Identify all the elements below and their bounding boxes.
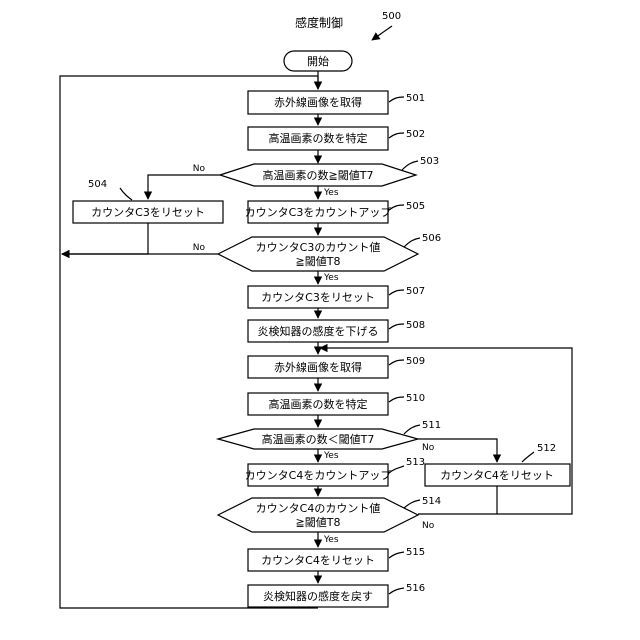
step-507-ref: 507 bbox=[406, 286, 425, 297]
step-516-ref: 516 bbox=[406, 583, 425, 594]
step-510-ref: 510 bbox=[406, 393, 425, 404]
ref-leader bbox=[522, 452, 534, 462]
decision-503-no: No bbox=[193, 164, 206, 174]
decision-511-label: 高温画素の数＜閾値T7 bbox=[262, 432, 375, 446]
ref-leader bbox=[389, 552, 404, 558]
step-505-ref: 505 bbox=[406, 201, 425, 212]
figure-ref-label: 500 bbox=[382, 11, 401, 22]
decision-514-label-2: ≧閾値T8 bbox=[296, 516, 341, 529]
decision-506-no: No bbox=[193, 243, 206, 253]
ref-leader bbox=[402, 161, 418, 170]
step-505-label: カウンタC3をカウントアップ bbox=[245, 206, 392, 219]
start-label: 開始 bbox=[307, 54, 329, 68]
ref-leader bbox=[389, 324, 404, 329]
decision-511-ref: 511 bbox=[422, 420, 441, 431]
ref-leader bbox=[404, 500, 420, 508]
step-513-ref: 513 bbox=[406, 457, 425, 468]
decision-503-yes: Yes bbox=[323, 188, 339, 198]
step-507-label: カウンタC3をリセット bbox=[261, 291, 375, 304]
ref-leader bbox=[120, 188, 132, 200]
decision-503-label: 高温画素の数≧閾値T7 bbox=[263, 168, 374, 182]
ref-leader bbox=[389, 133, 404, 138]
connector bbox=[62, 223, 148, 254]
step-508-label: 炎検知器の感度を下げる bbox=[258, 324, 379, 338]
step-509-ref: 509 bbox=[406, 356, 425, 367]
ref-leader bbox=[404, 425, 420, 434]
decision-511-no: No bbox=[422, 443, 435, 453]
figure-ref-arrow bbox=[372, 26, 392, 40]
ref-leader bbox=[389, 97, 404, 102]
step-515-label: カウンタC4をリセット bbox=[261, 554, 375, 567]
step-509-label: 赤外線画像を取得 bbox=[274, 360, 362, 374]
decision-506-label-1: カウンタC3のカウント値 bbox=[256, 241, 381, 254]
step-504-ref: 504 bbox=[88, 179, 107, 190]
step-508-ref: 508 bbox=[406, 320, 425, 331]
decision-514-no: No bbox=[422, 521, 435, 531]
step-512-label: カウンタC4をリセット bbox=[440, 469, 554, 482]
ref-leader bbox=[389, 397, 404, 402]
decision-514-ref: 514 bbox=[422, 496, 441, 507]
decision-514-yes: Yes bbox=[323, 535, 339, 545]
chart-title: 感度制御 bbox=[295, 15, 343, 30]
step-502-label: 高温画素の数を特定 bbox=[269, 131, 368, 145]
step-516-label: 炎検知器の感度を戻す bbox=[263, 589, 373, 603]
step-504-label: カウンタC3をリセット bbox=[91, 206, 205, 219]
decision-514-label-1: カウンタC4のカウント値 bbox=[256, 502, 381, 515]
step-512-ref: 512 bbox=[537, 443, 556, 454]
ref-leader bbox=[389, 290, 404, 295]
decision-503-ref: 503 bbox=[420, 156, 439, 167]
decision-511-yes: Yes bbox=[323, 451, 339, 461]
step-513-label: カウンタC4をカウントアップ bbox=[245, 469, 392, 482]
step-502-ref: 502 bbox=[406, 129, 425, 140]
decision-506-yes: Yes bbox=[323, 273, 339, 283]
decision-506-ref: 506 bbox=[422, 233, 441, 244]
ref-leader bbox=[389, 360, 404, 365]
decision-506-label-2: ≧閾値T8 bbox=[296, 255, 341, 268]
step-501-label: 赤外線画像を取得 bbox=[274, 95, 362, 109]
ref-leader bbox=[404, 238, 420, 247]
ref-leader bbox=[389, 588, 404, 594]
step-510-label: 高温画素の数を特定 bbox=[269, 397, 368, 411]
connector-no bbox=[148, 175, 220, 199]
step-515-ref: 515 bbox=[406, 547, 425, 558]
step-501-ref: 501 bbox=[406, 93, 425, 104]
